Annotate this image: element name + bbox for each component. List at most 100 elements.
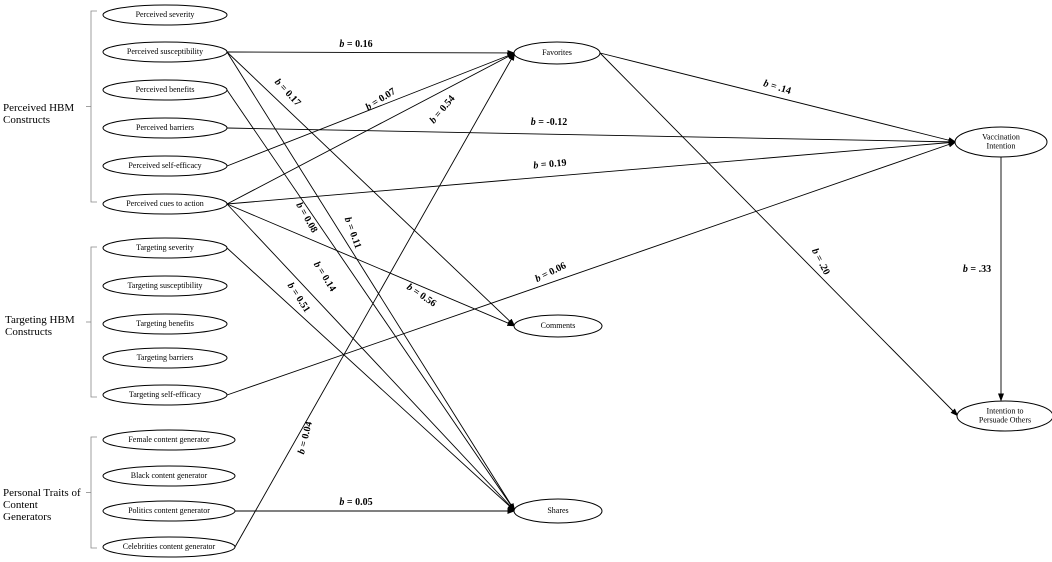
node-shares: Shares [513, 498, 603, 524]
node-label: Favorites [542, 48, 572, 57]
node-targeting-severity: Targeting severity [102, 237, 228, 259]
path-arrow-perceived-susceptibility-to-shares [226, 51, 516, 512]
node-celebrities-generator: Celebrities content generator [102, 536, 236, 558]
node-label: Perceived barriers [136, 123, 194, 132]
node-ellipse [102, 313, 228, 335]
path-arrow-celebrities-generator-to-favorites [234, 52, 516, 548]
path-arrow-perceived-self-efficacy-to-favorites [226, 52, 516, 167]
node-perceived-self-efficacy: Perceived self-efficacy [102, 155, 228, 177]
path-arrow-targeting-severity-to-shares [226, 247, 516, 512]
path-arrow-perceived-cues-to-favorites [226, 52, 516, 205]
node-ellipse [513, 41, 601, 65]
path-arrow-perceived-barriers-to-vaccination-intention [226, 127, 957, 145]
path-arrow-perceived-cues-to-shares [226, 203, 516, 512]
path-arrow-perceived-benefits-to-shares [226, 89, 516, 512]
path-arrow-favorites-to-vaccination-intention [599, 52, 957, 144]
node-ellipse [102, 536, 236, 558]
node-ellipse [102, 429, 236, 451]
node-ellipse [102, 347, 228, 369]
coefficient-label: b = 0.54 [428, 94, 458, 127]
node-ellipse [102, 193, 228, 215]
coefficient-label: b = 0.19 [533, 158, 567, 172]
coefficient-label: b = 0.17 [272, 77, 303, 109]
path-arrows [226, 49, 1004, 548]
path-arrow-perceived-cues-to-comments [226, 203, 516, 327]
node-ellipse [513, 498, 603, 524]
coefficient-labels: b = 0.16 b = 0.17 b = 0.11b = 0.14 b = -0.1… [272, 39, 991, 508]
node-ellipse [954, 126, 1048, 158]
node-perceived-cues: Perceived cues to action [102, 193, 228, 215]
coefficient-label: b = .33 [963, 264, 991, 275]
node-label: Targeting self-efficacy [129, 390, 201, 399]
node-label: Perceived severity [136, 10, 195, 19]
node-ellipse [102, 117, 228, 139]
node-favorites: Favorites [513, 41, 601, 65]
node-label: Perceived self-efficacy [128, 161, 201, 170]
coefficient-label: b = .20 [809, 247, 832, 277]
node-label: Targeting susceptibility [127, 281, 202, 290]
node-label: Perceived benefits [136, 85, 195, 94]
node-black-generator: Black content generator [102, 465, 236, 487]
node-label: Black content generator [131, 471, 208, 480]
group-bracket-traits [90, 436, 97, 549]
node-ellipse [102, 275, 228, 297]
group-bracket-targeting [90, 246, 97, 398]
path-arrow-perceived-cues-to-vaccination-intention [226, 139, 957, 205]
path-arrow-targeting-self-efficacy-to-vaccination-intention [226, 141, 957, 396]
node-ellipse [102, 79, 228, 101]
node-ellipse [102, 384, 228, 406]
path-arrow-favorites-to-persuade-others [599, 52, 959, 417]
node-label: Celebrities content generator [123, 542, 216, 551]
node-targeting-self-efficacy: Targeting self-efficacy [102, 384, 228, 406]
coefficient-label: b = 0.14 [311, 260, 338, 294]
node-targeting-barriers: Targeting barriers [102, 347, 228, 369]
node-label: Female content generator [128, 435, 210, 444]
coefficient-label: b = 0.51 [285, 281, 312, 315]
node-label: Shares [547, 506, 568, 515]
node-politics-generator: Politics content generator [102, 500, 236, 522]
node-label: Comments [541, 321, 576, 330]
coefficient-label: b = 0.04 [296, 421, 315, 456]
node-label: Targeting severity [136, 243, 194, 252]
node-ellipse [102, 155, 228, 177]
path-arrow-perceived-susceptibility-to-comments [226, 51, 516, 327]
node-ellipse [513, 314, 603, 338]
node-label: Targeting barriers [137, 353, 194, 362]
coefficient-label: b = -0.12 [531, 117, 568, 128]
coefficient-label: b = 0.07 [364, 86, 398, 113]
node-label: Perceived cues to action [126, 199, 204, 208]
node-label: Politics content generator [128, 506, 210, 515]
node-ellipse [102, 41, 228, 63]
node-ellipse [102, 465, 236, 487]
coefficient-label: b = 0.08 [293, 201, 319, 235]
coefficient-label: b = 0.06 [534, 261, 569, 285]
coefficient-label: b = 0.16 [339, 39, 372, 50]
node-comments: Comments [513, 314, 603, 338]
node-ellipse [102, 500, 236, 522]
group-bracket-hbm [90, 10, 97, 203]
node-perceived-benefits: Perceived benefits [102, 79, 228, 101]
node-ellipse [102, 4, 228, 26]
node-targeting-susceptibility: Targeting susceptibility [102, 275, 228, 297]
node-ellipse [956, 400, 1052, 432]
node-perceived-susceptibility: Perceived susceptibility [102, 41, 228, 63]
coefficient-label: b = 0.05 [339, 497, 372, 508]
node-ellipse [102, 237, 228, 259]
node-female-generator: Female content generator [102, 429, 236, 451]
node-label: Targeting benefits [136, 319, 194, 328]
path-arrow-perceived-susceptibility-to-favorites [226, 49, 516, 56]
coefficient-label: b = 0.11 [341, 216, 363, 250]
node-perceived-severity: Perceived severity [102, 4, 228, 26]
node-label: Perceived susceptibility [127, 47, 203, 56]
node-perceived-barriers: Perceived barriers [102, 117, 228, 139]
